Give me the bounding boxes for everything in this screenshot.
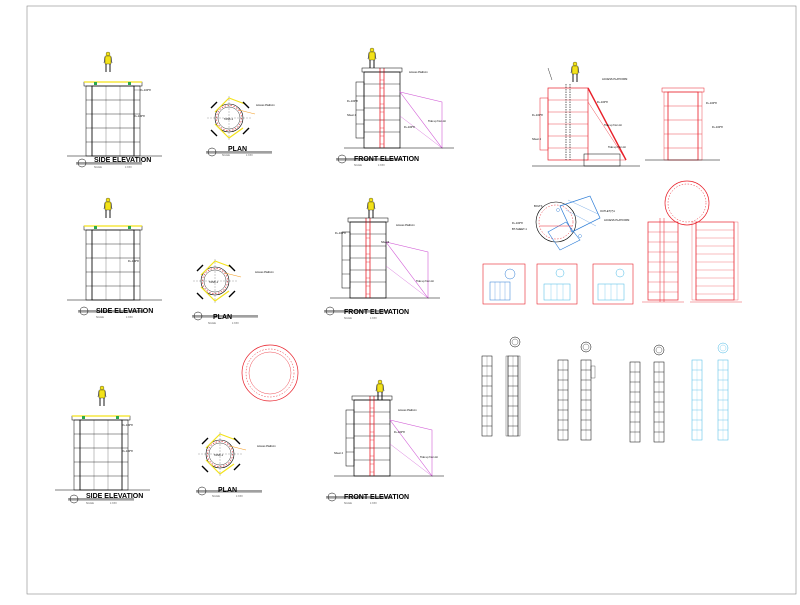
red-ring-top — [664, 180, 710, 226]
access-platform-label: Access Platform — [255, 270, 274, 274]
scale-value: 1:XXX — [232, 322, 239, 325]
scale-value: 1:XXX — [125, 166, 132, 169]
scale-word: SCALE — [86, 502, 94, 505]
view-title: SIDE ELEVATION — [94, 157, 151, 164]
sheet-ref-2: Sheet3 — [381, 240, 390, 244]
view-title: SIDE ELEVATION — [86, 493, 143, 500]
scale-word: SCALE — [96, 316, 104, 319]
front-elevation-3: Access Platform FL-100*8 Sheet 4 Tide up… — [325, 379, 445, 505]
scale-word: SCALE — [222, 154, 230, 157]
view-title: PLAN — [218, 487, 237, 494]
access-platform-label: Access Platform — [257, 444, 276, 448]
view-title: FRONT ELEVATION — [344, 494, 409, 501]
red-tall-elevation-b — [690, 221, 742, 303]
scale-word: SCALE — [208, 322, 216, 325]
scale-value: 1:XXX — [246, 154, 253, 157]
tank-id: TANK-1 — [224, 117, 234, 121]
sheet-border — [26, 5, 797, 595]
sheet-ref: Sheet 4 — [334, 451, 343, 455]
level-label: FL-100*8 — [712, 125, 723, 129]
sheet-ref: Sheet 4 — [532, 137, 541, 141]
ladder-note: Tide up from Ht — [608, 145, 626, 149]
side-elevation-2: FL-100*8 SIDE ELEVATION SCALE 1:XXX — [66, 197, 163, 319]
level-label: FL-100*8 — [706, 101, 717, 105]
side-elevation-3: FL-100*8 FL-100*8 SIDE ELEVATION SCALE 1… — [54, 385, 151, 505]
tower-detail-cyan — [691, 342, 729, 441]
access-platform-label: Access Platform — [396, 223, 415, 227]
red-ring-middle — [241, 344, 299, 402]
scale-value: 1:XXX — [378, 164, 385, 167]
scale-word: SCALE — [94, 166, 102, 169]
plan-2: TANK-1 Access Platform PLAN SCALE 1:XXX — [191, 258, 274, 325]
ladder-note: Tide up from Ht — [428, 119, 446, 123]
framed-detail-1 — [482, 263, 526, 305]
side-elevation-1: FL-100*8 FL-100*8 SIDE ELEVATION SCALE 1… — [66, 51, 163, 169]
level-label: FL-100*8 — [347, 99, 358, 103]
level-label: FL-100*8 — [140, 88, 151, 92]
red-side-detail: FL-100*8 FL-100*8 — [645, 87, 723, 161]
front-elevation-2: Access Platform FL-100*8 Sheet3 Tide up … — [323, 197, 441, 320]
sheet-ref: Sheet 4 — [347, 113, 356, 117]
framed-detail-3 — [592, 263, 634, 305]
access-platform-label: Access Platform — [409, 70, 428, 74]
tower-detail-group — [481, 336, 665, 443]
red-tall-elevation-a — [642, 218, 684, 303]
access-platform-caps: ACCESS PLATFORM — [602, 77, 627, 81]
level-label: FL-100*8 — [394, 430, 405, 434]
view-title: FRONT ELEVATION — [344, 309, 409, 316]
view-title: SIDE ELEVATION — [96, 308, 153, 315]
tank-id: TANK-1 — [214, 453, 224, 457]
scale-word: SCALE — [354, 164, 362, 167]
access-platform-label: Access Platform — [398, 408, 417, 412]
bolts-label: BOLTS — [534, 204, 543, 208]
red-front-detail: ACCESS PLATFORM FL-100*8 FL-100*8 Sheet … — [532, 61, 640, 167]
view-title: PLAN — [213, 314, 232, 321]
plan-3: TANK-1 Access Platform PLAN SCALE 1:XXX — [195, 431, 276, 498]
access-platform-label: Access Platform — [256, 103, 275, 107]
plan-1: TANK-1 Access Platform PLAN SCALE 1:XXX — [205, 95, 275, 157]
tank-id: TANK-1 — [209, 280, 219, 284]
scale-word: SCALE — [344, 317, 352, 320]
view-title: PLAN — [228, 146, 247, 153]
front-elevation-1: Access Platform FL-100*8 Sheet 4 FL-100*… — [335, 47, 455, 167]
ladder-note: Tide up from Ht — [416, 279, 434, 283]
ladder-note: Tide up from Ht — [604, 123, 622, 127]
level-label: FL-100*8 — [128, 259, 139, 263]
scale-value: 1:XXX — [236, 495, 243, 498]
level-label: FL-100*8 — [134, 114, 145, 118]
view-title: FRONT ELEVATION — [354, 156, 419, 163]
level-label: FL-100*8 — [122, 449, 133, 453]
scale-value: 1:XXX — [370, 502, 377, 505]
scale-value: 1:XXX — [110, 502, 117, 505]
framed-detail-2 — [536, 263, 578, 305]
level-label: FL-100*8 — [122, 423, 133, 427]
scale-value: 1:XXX — [370, 317, 377, 320]
access-platform-caps: ACCESS PLATFORM — [604, 218, 629, 222]
ladder-note: Tide up from Ht — [420, 455, 438, 459]
level-label: FL-100*8 — [597, 100, 608, 104]
scale-value: 1:XXX — [126, 316, 133, 319]
plan-platform-detail: BOLTS OUTLET(?)1 ACCESS PLATFORM FL-100*… — [512, 195, 629, 251]
bt-sheet-label: BT-SHEET-1 — [512, 227, 527, 231]
scale-word: SCALE — [212, 495, 220, 498]
outlet-label: OUTLET(?)1 — [600, 209, 615, 213]
level-label: FL-100*8 — [335, 231, 346, 235]
scale-word: SCALE — [344, 502, 352, 505]
level-label: FL-100*8 — [404, 125, 415, 129]
level-label: FL-100*8 — [512, 221, 523, 225]
level-label: FL-100*8 — [532, 113, 543, 117]
